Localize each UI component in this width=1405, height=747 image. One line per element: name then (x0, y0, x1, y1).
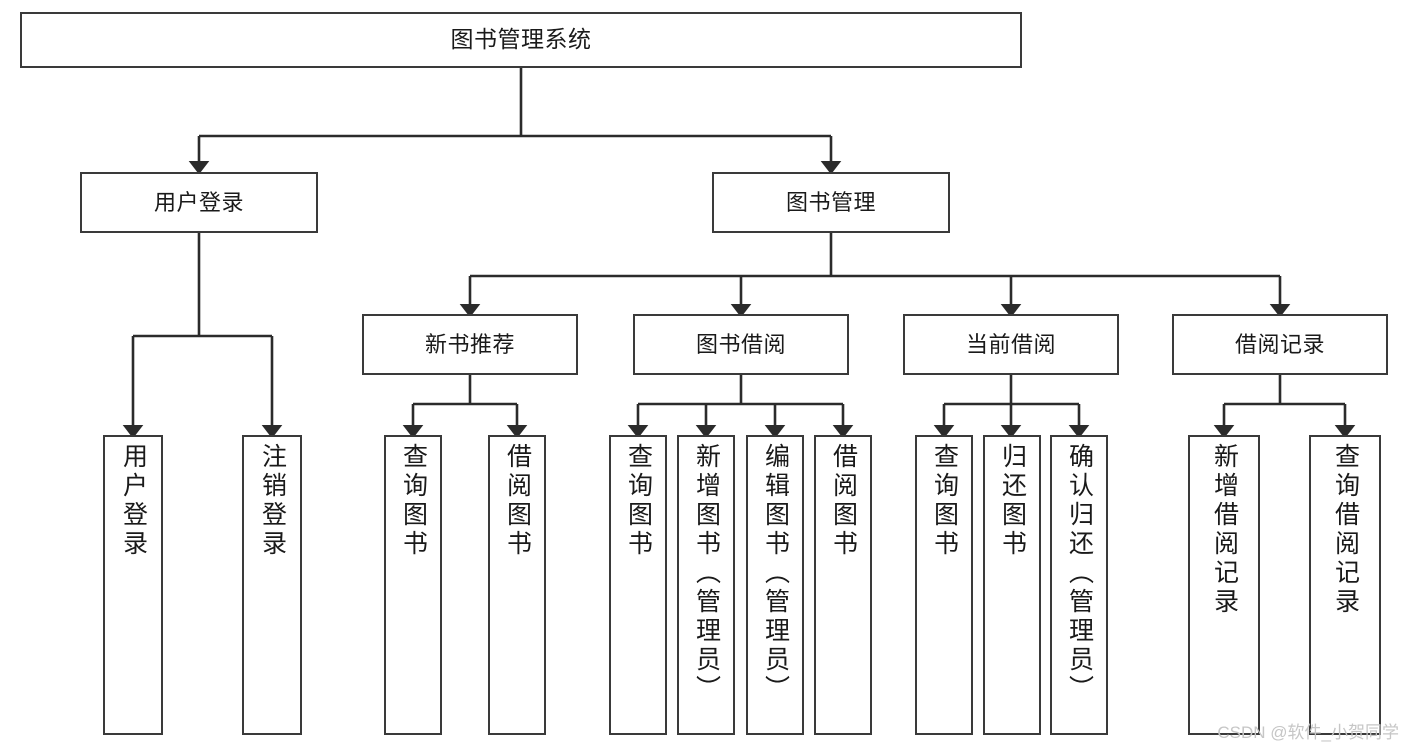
node-new-book-recommend[interactable]: 新书推荐 (362, 314, 578, 375)
leaf-logout[interactable]: 注销登录 (242, 435, 302, 735)
leaf-add-book-label: 新增图书（管理员） (692, 443, 721, 704)
node-book-management-label: 图书管理 (785, 189, 876, 215)
node-book-management[interactable]: 图书管理 (712, 172, 950, 233)
node-root-label: 图书管理系统 (450, 26, 592, 53)
leaf-query-book-2-label: 查询图书 (624, 443, 653, 559)
leaf-add-record-label: 新增借阅记录 (1210, 443, 1239, 617)
leaf-query-book-3[interactable]: 查询图书 (915, 435, 973, 735)
leaf-borrow-book-2[interactable]: 借阅图书 (814, 435, 872, 735)
leaf-logout-label: 注销登录 (258, 443, 287, 559)
node-borrow-record-label: 借阅记录 (1234, 331, 1325, 357)
leaf-user-login[interactable]: 用户登录 (103, 435, 163, 735)
leaf-query-book-3-label: 查询图书 (930, 443, 959, 559)
node-book-borrow-label: 图书借阅 (695, 331, 786, 357)
leaf-query-record-label: 查询借阅记录 (1331, 443, 1360, 617)
node-current-borrow[interactable]: 当前借阅 (903, 314, 1119, 375)
leaf-query-book-1-label: 查询图书 (399, 443, 428, 559)
leaf-query-book-1[interactable]: 查询图书 (384, 435, 442, 735)
node-current-borrow-label: 当前借阅 (965, 331, 1056, 357)
leaf-add-record[interactable]: 新增借阅记录 (1188, 435, 1260, 735)
node-borrow-record[interactable]: 借阅记录 (1172, 314, 1388, 375)
leaf-return-book-label: 归还图书 (998, 443, 1027, 559)
leaf-return-book[interactable]: 归还图书 (983, 435, 1041, 735)
leaf-borrow-book-1-label: 借阅图书 (503, 443, 532, 559)
leaf-add-book[interactable]: 新增图书（管理员） (677, 435, 735, 735)
node-new-book-recommend-label: 新书推荐 (424, 331, 515, 357)
node-book-borrow[interactable]: 图书借阅 (633, 314, 849, 375)
node-user-login[interactable]: 用户登录 (80, 172, 318, 233)
leaf-confirm-return-label: 确认归还（管理员） (1065, 443, 1094, 704)
leaf-query-record[interactable]: 查询借阅记录 (1309, 435, 1381, 735)
leaf-edit-book-label: 编辑图书（管理员） (761, 443, 790, 704)
csdn-watermark: CSDN @软件_小贺同学 (1217, 723, 1399, 742)
leaf-borrow-book-2-label: 借阅图书 (829, 443, 858, 559)
leaf-query-book-2[interactable]: 查询图书 (609, 435, 667, 735)
leaf-user-login-label: 用户登录 (119, 443, 148, 559)
node-user-login-label: 用户登录 (153, 189, 244, 215)
leaf-edit-book[interactable]: 编辑图书（管理员） (746, 435, 804, 735)
leaf-confirm-return[interactable]: 确认归还（管理员） (1050, 435, 1108, 735)
node-root[interactable]: 图书管理系统 (20, 12, 1022, 68)
leaf-borrow-book-1[interactable]: 借阅图书 (488, 435, 546, 735)
